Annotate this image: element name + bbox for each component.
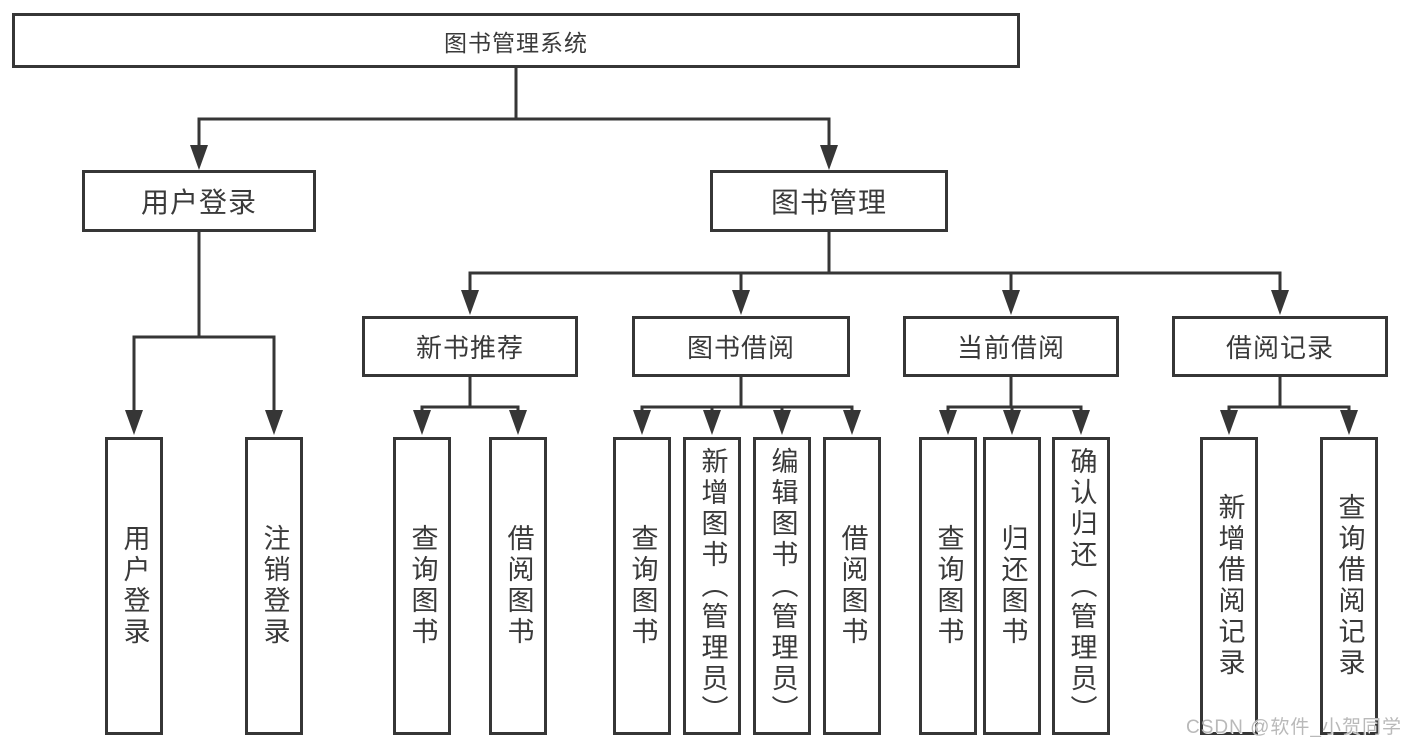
node-user-login: 用户登录: [82, 170, 316, 232]
leaf-query-books-borrowing: 查询图书: [613, 437, 671, 735]
arrowhead-icon: [820, 145, 838, 170]
leaf-label: 编辑图书（管理员）: [767, 446, 798, 726]
leaf-label: 借阅图书: [837, 524, 868, 648]
arrowhead-icon: [509, 410, 527, 435]
leaf-query-borrow-record: 查询借阅记录: [1320, 437, 1378, 735]
node-root: 图书管理系统: [12, 13, 1020, 68]
leaf-borrow-books-recommend: 借阅图书: [489, 437, 547, 735]
leaf-label: 查询图书: [407, 524, 438, 648]
node-book-management: 图书管理: [710, 170, 948, 232]
leaf-user-login: 用户登录: [105, 437, 163, 735]
arrowhead-icon: [1271, 290, 1289, 315]
arrowhead-icon: [1340, 410, 1358, 435]
leaf-label: 用户登录: [119, 524, 150, 648]
arrowhead-icon: [125, 410, 143, 435]
arrowhead-icon: [703, 410, 721, 435]
arrowhead-icon: [1002, 290, 1020, 315]
node-new-book-recommendation: 新书推荐: [362, 316, 578, 377]
arrowhead-icon: [773, 410, 791, 435]
arrowhead-icon: [1003, 410, 1021, 435]
arrowhead-icon: [732, 290, 750, 315]
leaf-label: 归还图书: [997, 524, 1028, 648]
leaf-query-books-recommend: 查询图书: [393, 437, 451, 735]
leaf-return-books: 归还图书: [983, 437, 1041, 735]
leaf-label: 查询图书: [933, 524, 964, 648]
leaf-logout: 注销登录: [245, 437, 303, 735]
leaf-label: 新增图书（管理员）: [697, 446, 728, 726]
arrowhead-icon: [1220, 410, 1238, 435]
leaf-add-borrow-record: 新增借阅记录: [1200, 437, 1258, 735]
leaf-label: 查询图书: [627, 524, 658, 648]
arrowhead-icon: [1072, 410, 1090, 435]
leaf-label: 确认归还（管理员）: [1066, 446, 1097, 726]
arrowhead-icon: [633, 410, 651, 435]
watermark: CSDN @软件_小贺同学: [1186, 717, 1402, 738]
node-borrowing-records: 借阅记录: [1172, 316, 1388, 377]
arrowhead-icon: [265, 410, 283, 435]
leaf-label: 注销登录: [259, 524, 290, 648]
leaf-add-book-admin: 新增图书（管理员）: [683, 437, 741, 735]
node-current-borrowing: 当前借阅: [903, 316, 1119, 377]
leaf-query-books-current: 查询图书: [919, 437, 977, 735]
leaf-confirm-return-admin: 确认归还（管理员）: [1052, 437, 1110, 735]
arrowhead-icon: [190, 145, 208, 170]
leaf-label: 新增借阅记录: [1214, 493, 1245, 679]
leaf-label: 查询借阅记录: [1334, 493, 1365, 679]
arrowhead-icon: [939, 410, 957, 435]
arrowhead-icon: [843, 410, 861, 435]
arrowhead-icon: [413, 410, 431, 435]
leaf-borrow-books-borrowing: 借阅图书: [823, 437, 881, 735]
leaf-edit-book-admin: 编辑图书（管理员）: [753, 437, 811, 735]
arrowhead-icon: [461, 290, 479, 315]
node-book-borrowing: 图书借阅: [632, 316, 850, 377]
leaf-label: 借阅图书: [503, 524, 534, 648]
